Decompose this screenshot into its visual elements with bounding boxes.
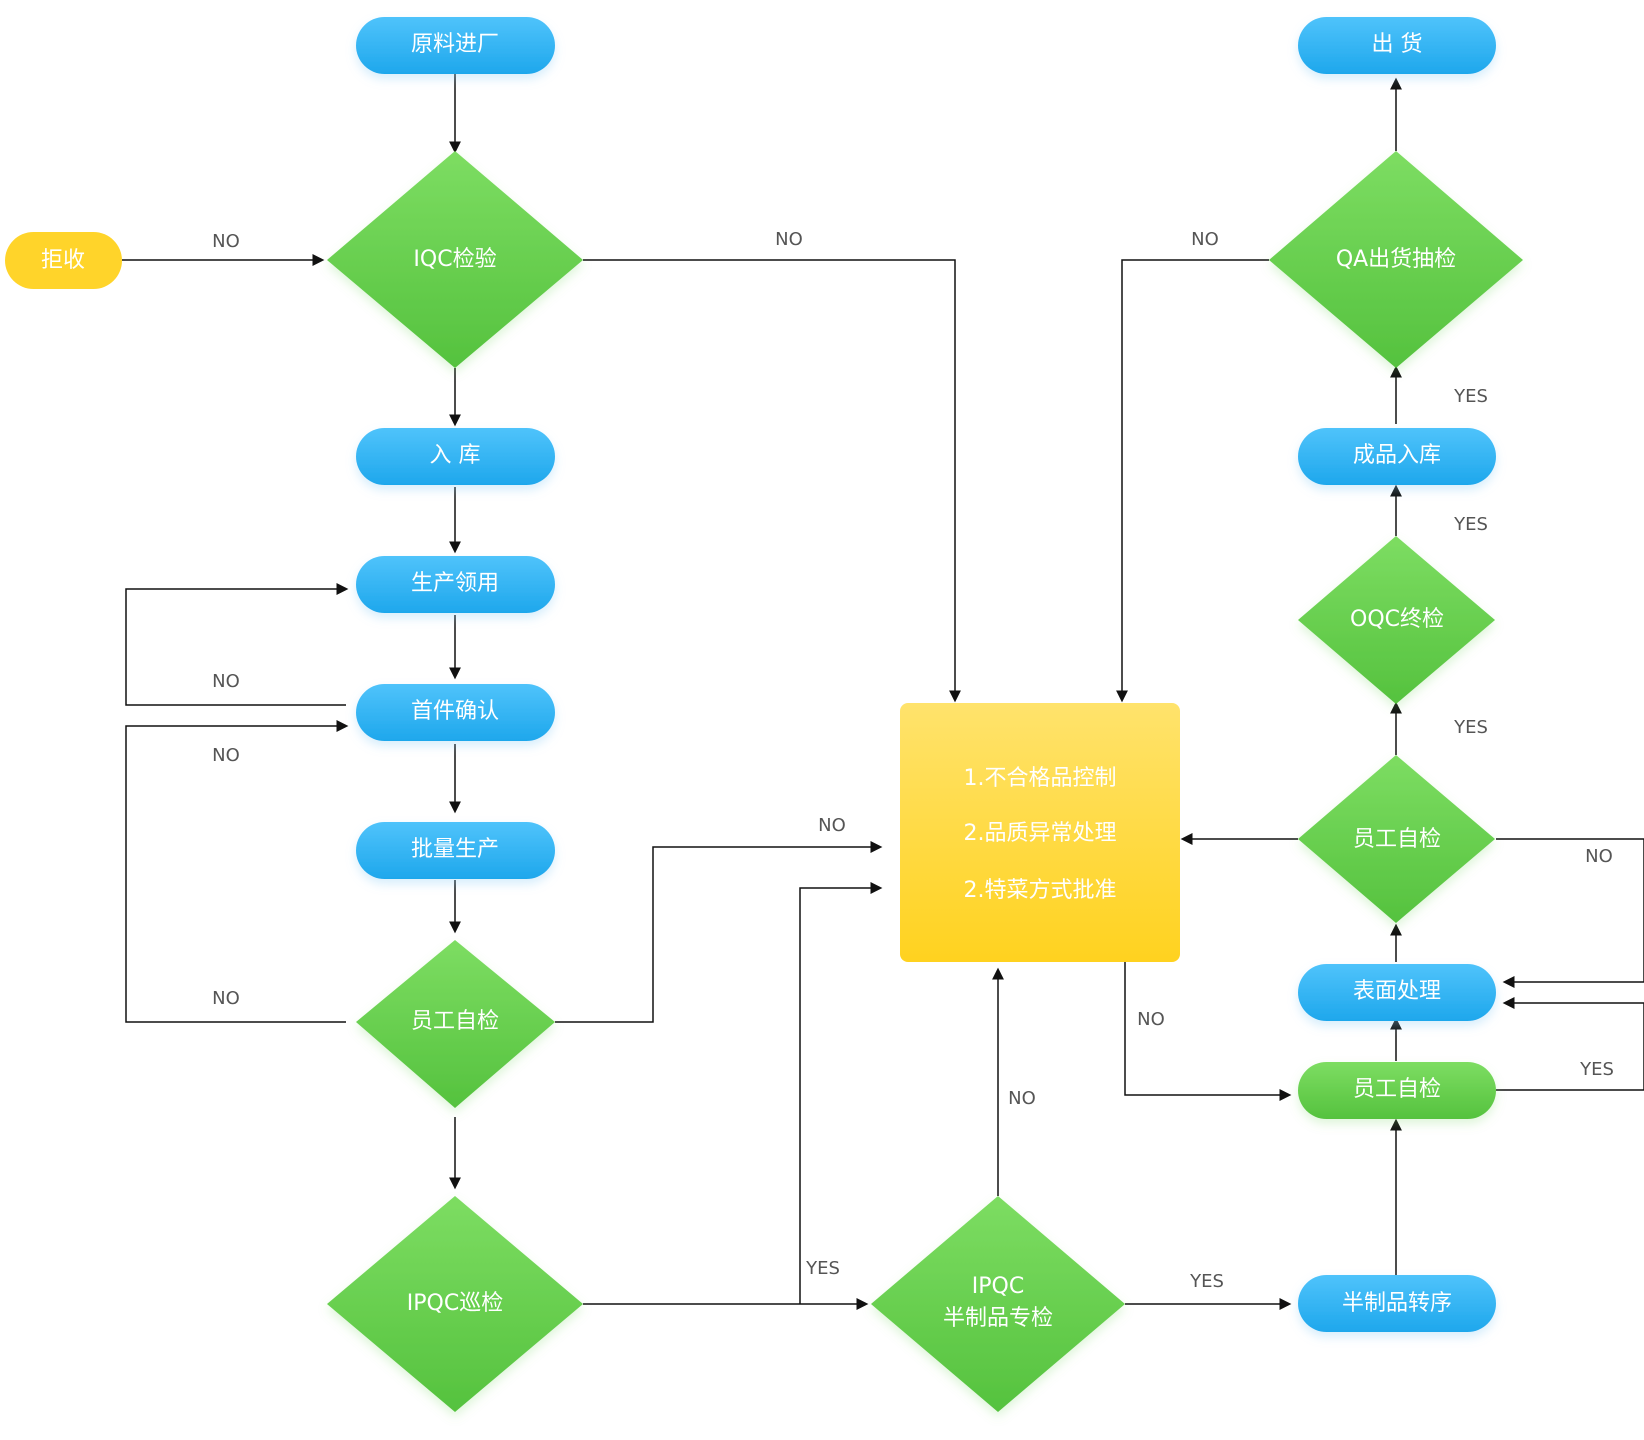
label-first-piece-no: NO bbox=[212, 671, 240, 692]
edge-self-left-to-first-loop bbox=[125, 720, 349, 1023]
edge-iqc-to-center bbox=[583, 259, 961, 703]
svg-text:员工自检: 员工自检 bbox=[1353, 1077, 1441, 1102]
svg-text:出 货: 出 货 bbox=[1372, 32, 1423, 57]
edge-self-right-to-surface-no bbox=[1496, 838, 1644, 988]
svg-text:半制品专检: 半制品专检 bbox=[943, 1306, 1053, 1331]
node-raw-entry: 原料进厂 bbox=[356, 17, 555, 74]
node-finished-in: 成品入库 bbox=[1298, 428, 1496, 485]
label-patrol-yes: YES bbox=[805, 1258, 840, 1279]
node-first-piece: 首件确认 bbox=[356, 684, 555, 741]
node-warehouse-in: 入 库 bbox=[356, 428, 555, 485]
node-prod-pick: 生产领用 bbox=[356, 556, 555, 613]
node-reject: 拒收 bbox=[5, 232, 122, 289]
label-iqc-no: NO bbox=[775, 229, 803, 250]
edge-patrol-to-center-yes bbox=[799, 882, 883, 1304]
label-self-left-to-center-no: NO bbox=[818, 815, 846, 836]
label-self-left-no: NO bbox=[212, 988, 240, 1009]
svg-text:1.不合格品控制: 1.不合格品控制 bbox=[964, 766, 1117, 791]
svg-text:员工自检: 员工自检 bbox=[1353, 827, 1441, 852]
edge-center-to-self-bottom bbox=[1124, 962, 1292, 1101]
edge-self-bottom-to-surface-yes bbox=[1496, 997, 1644, 1091]
nodes: 原料进厂 出 货 拒收 IQC检验 QA出货抽检 入 库 bbox=[5, 17, 1523, 1412]
label-mass-no: NO bbox=[212, 745, 240, 766]
node-qa-sampling: QA出货抽检 bbox=[1269, 151, 1523, 368]
node-self-check-left: 员工自检 bbox=[356, 940, 555, 1108]
svg-text:IPQC巡检: IPQC巡检 bbox=[407, 1291, 503, 1316]
svg-text:半制品转序: 半制品转序 bbox=[1342, 1291, 1452, 1316]
svg-text:生产领用: 生产领用 bbox=[411, 571, 499, 596]
node-mass-prod: 批量生产 bbox=[356, 822, 555, 879]
edges bbox=[122, 74, 1644, 1310]
node-ipqc-patrol: IPQC巡检 bbox=[327, 1196, 583, 1412]
edge-first-to-pick-loop bbox=[125, 583, 349, 706]
node-iqc: IQC检验 bbox=[327, 151, 583, 368]
node-self-check-bottom: 员工自检 bbox=[1298, 1062, 1496, 1119]
label-yes-oqc: YES bbox=[1453, 514, 1488, 535]
svg-text:IQC检验: IQC检验 bbox=[413, 247, 496, 272]
svg-text:原料进厂: 原料进厂 bbox=[411, 32, 499, 57]
svg-text:成品入库: 成品入库 bbox=[1353, 443, 1441, 468]
label-yes-finished: YES bbox=[1453, 386, 1488, 407]
node-oqc: OQC终检 bbox=[1298, 536, 1495, 704]
svg-text:员工自检: 员工自检 bbox=[411, 1009, 499, 1034]
node-shipment: 出 货 bbox=[1298, 17, 1496, 74]
label-special-yes: YES bbox=[1189, 1271, 1224, 1292]
label-qa-no: NO bbox=[1191, 229, 1219, 250]
node-semi-transfer: 半制品转序 bbox=[1298, 1275, 1496, 1332]
svg-text:2.品质异常处理: 2.品质异常处理 bbox=[964, 821, 1117, 846]
svg-text:2.特菜方式批准: 2.特菜方式批准 bbox=[964, 878, 1117, 903]
node-self-check-right: 员工自检 bbox=[1298, 755, 1495, 923]
svg-text:入 库: 入 库 bbox=[430, 443, 481, 468]
svg-text:QA出货抽检: QA出货抽检 bbox=[1336, 247, 1456, 272]
svg-text:批量生产: 批量生产 bbox=[411, 837, 499, 862]
svg-text:IPQC: IPQC bbox=[972, 1274, 1024, 1299]
svg-text:首件确认: 首件确认 bbox=[411, 699, 499, 724]
edge-qa-to-center bbox=[1116, 259, 1269, 703]
label-special-no: NO bbox=[1008, 1088, 1036, 1109]
edge-labels: NO NO NO YES YES YES NO NO NO NO NO NO N… bbox=[212, 229, 1614, 1292]
svg-text:拒收: 拒收 bbox=[41, 248, 85, 273]
node-surface: 表面处理 bbox=[1298, 964, 1496, 1021]
label-yes-self-right: YES bbox=[1453, 717, 1488, 738]
label-reject-no: NO bbox=[212, 231, 240, 252]
svg-text:表面处理: 表面处理 bbox=[1353, 979, 1441, 1004]
label-self-right-no: NO bbox=[1585, 846, 1613, 867]
label-center-no: NO bbox=[1137, 1009, 1165, 1030]
label-bottom-yes: YES bbox=[1579, 1059, 1614, 1080]
node-ipqc-special: IPQC 半制品专检 bbox=[871, 1196, 1125, 1412]
svg-text:OQC终检: OQC终检 bbox=[1350, 607, 1444, 632]
edge-self-left-to-center bbox=[555, 841, 883, 1023]
center-box: 1.不合格品控制 2.品质异常处理 2.特菜方式批准 bbox=[900, 703, 1180, 962]
